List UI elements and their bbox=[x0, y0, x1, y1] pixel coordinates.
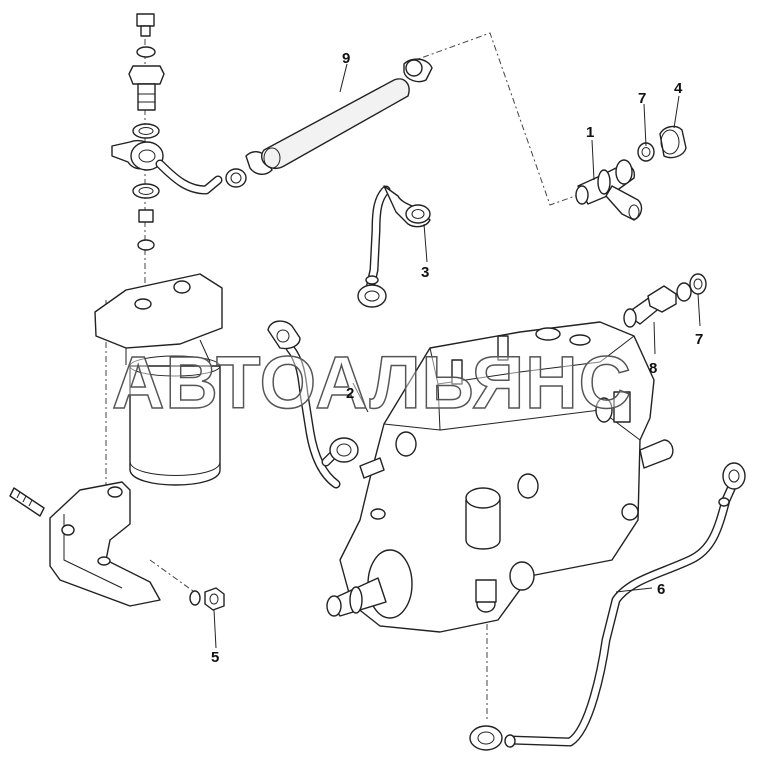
sealing-washer-lower bbox=[132, 183, 160, 199]
fitting-8-nipple bbox=[676, 282, 692, 302]
callout-4: 4 bbox=[674, 80, 683, 97]
pipe-6-bottom-eye bbox=[469, 725, 503, 751]
fuel-hose bbox=[261, 78, 410, 169]
fitting-8-base bbox=[623, 308, 637, 328]
pipe-6-top-eye bbox=[722, 462, 746, 490]
pump-top-boss-1 bbox=[535, 327, 561, 341]
pump-delivery-valve-1 bbox=[497, 335, 509, 361]
pump-rear-port bbox=[621, 503, 639, 521]
pump-shaft-collar bbox=[349, 586, 363, 614]
fitting-assembly-1 bbox=[575, 125, 687, 221]
pump-side-plate bbox=[613, 391, 631, 423]
filter-banjo-stack bbox=[111, 13, 223, 251]
hose-clamp-right bbox=[405, 59, 423, 77]
pipe-6-top-nut bbox=[718, 497, 730, 507]
pump-housing bbox=[339, 321, 655, 633]
callout-9: 9 bbox=[342, 50, 350, 67]
callout-8: 8 bbox=[649, 360, 657, 377]
pipe-3-bottom-eye bbox=[357, 284, 387, 308]
pump-delivery-valve-2 bbox=[451, 359, 463, 385]
pump-front-bolt bbox=[370, 508, 386, 520]
hose-to-fitting-line bbox=[409, 32, 579, 206]
fitting-8-hex bbox=[647, 285, 677, 313]
pump-side-fitting-right bbox=[639, 439, 674, 469]
pump-side-port-right bbox=[595, 397, 613, 423]
callout-3: 3 bbox=[421, 264, 429, 281]
washer-top bbox=[136, 46, 156, 58]
bracket-hole-top bbox=[107, 486, 123, 498]
bracket-to-nut-line bbox=[149, 559, 201, 597]
pipe-3-top-eye bbox=[405, 204, 431, 224]
callout-7-lower: 7 bbox=[695, 331, 703, 348]
washer-5 bbox=[189, 590, 201, 606]
cap-nut-4 bbox=[659, 125, 687, 159]
filter-head bbox=[94, 273, 223, 349]
callout-5: 5 bbox=[211, 649, 219, 666]
union-fitting-nipple bbox=[575, 185, 589, 205]
plug-bolt-lower bbox=[138, 209, 154, 223]
callout-labels: 9 1 7 4 3 7 8 2 5 6 bbox=[211, 50, 703, 666]
injection-pump bbox=[326, 321, 674, 633]
bracket-stud bbox=[9, 487, 45, 517]
hollow-bolt-upper bbox=[137, 83, 156, 111]
fitting-assembly-8 bbox=[623, 273, 707, 328]
callout-7-top: 7 bbox=[638, 90, 646, 107]
union-fitting-collar bbox=[597, 169, 611, 195]
pipe-3 bbox=[357, 185, 431, 308]
union-fitting-outlet bbox=[605, 185, 643, 221]
hose-assembly-9 bbox=[225, 58, 433, 188]
banjo-bolt-head-top bbox=[136, 13, 155, 27]
bracket-hole-side bbox=[61, 524, 75, 536]
filter-cartridge bbox=[129, 365, 221, 486]
pump-lever bbox=[359, 457, 385, 479]
pipe-2-top-eye bbox=[267, 320, 301, 350]
filter-head-port bbox=[134, 298, 152, 310]
washer-lower bbox=[137, 239, 155, 251]
pump-cylinder-top bbox=[465, 487, 501, 509]
sealing-washer-upper bbox=[132, 123, 160, 139]
callout-1: 1 bbox=[586, 124, 594, 141]
pipe-3-nut bbox=[365, 275, 379, 285]
union-fitting-banjo bbox=[615, 159, 633, 185]
bracket-hole-base bbox=[97, 556, 111, 566]
callout-2: 2 bbox=[346, 385, 354, 402]
banjo-ring bbox=[130, 141, 164, 171]
sealing-washer-7-lower bbox=[689, 273, 707, 295]
nut-5 bbox=[204, 587, 225, 611]
bracket-plate bbox=[49, 481, 161, 607]
pipe-6-bottom-nut bbox=[504, 734, 516, 748]
pump-shaft-end bbox=[326, 595, 342, 617]
pipe-6 bbox=[469, 462, 746, 751]
leader-lines bbox=[213, 63, 701, 649]
mounting-bracket bbox=[9, 481, 225, 611]
banjo-bolt-shank-top bbox=[140, 25, 151, 37]
pump-lower-port bbox=[509, 561, 535, 591]
hose-clamp-left bbox=[225, 168, 247, 188]
pipe-2 bbox=[267, 320, 359, 489]
pump-top-boss-2 bbox=[569, 334, 591, 346]
watermark-text: АВТОАЛЬЯНС bbox=[112, 341, 632, 424]
callout-6: 6 bbox=[657, 581, 665, 598]
pump-bottom-boss bbox=[475, 579, 497, 603]
hex-nut-upper bbox=[128, 65, 165, 85]
fuel-filter bbox=[94, 273, 223, 486]
filter-head-boss bbox=[173, 280, 191, 294]
pump-cylinder-cap bbox=[465, 499, 501, 550]
pump-center-port bbox=[517, 473, 539, 499]
pump-front-port bbox=[395, 431, 417, 457]
pipe-2-lower-eye bbox=[329, 437, 359, 463]
